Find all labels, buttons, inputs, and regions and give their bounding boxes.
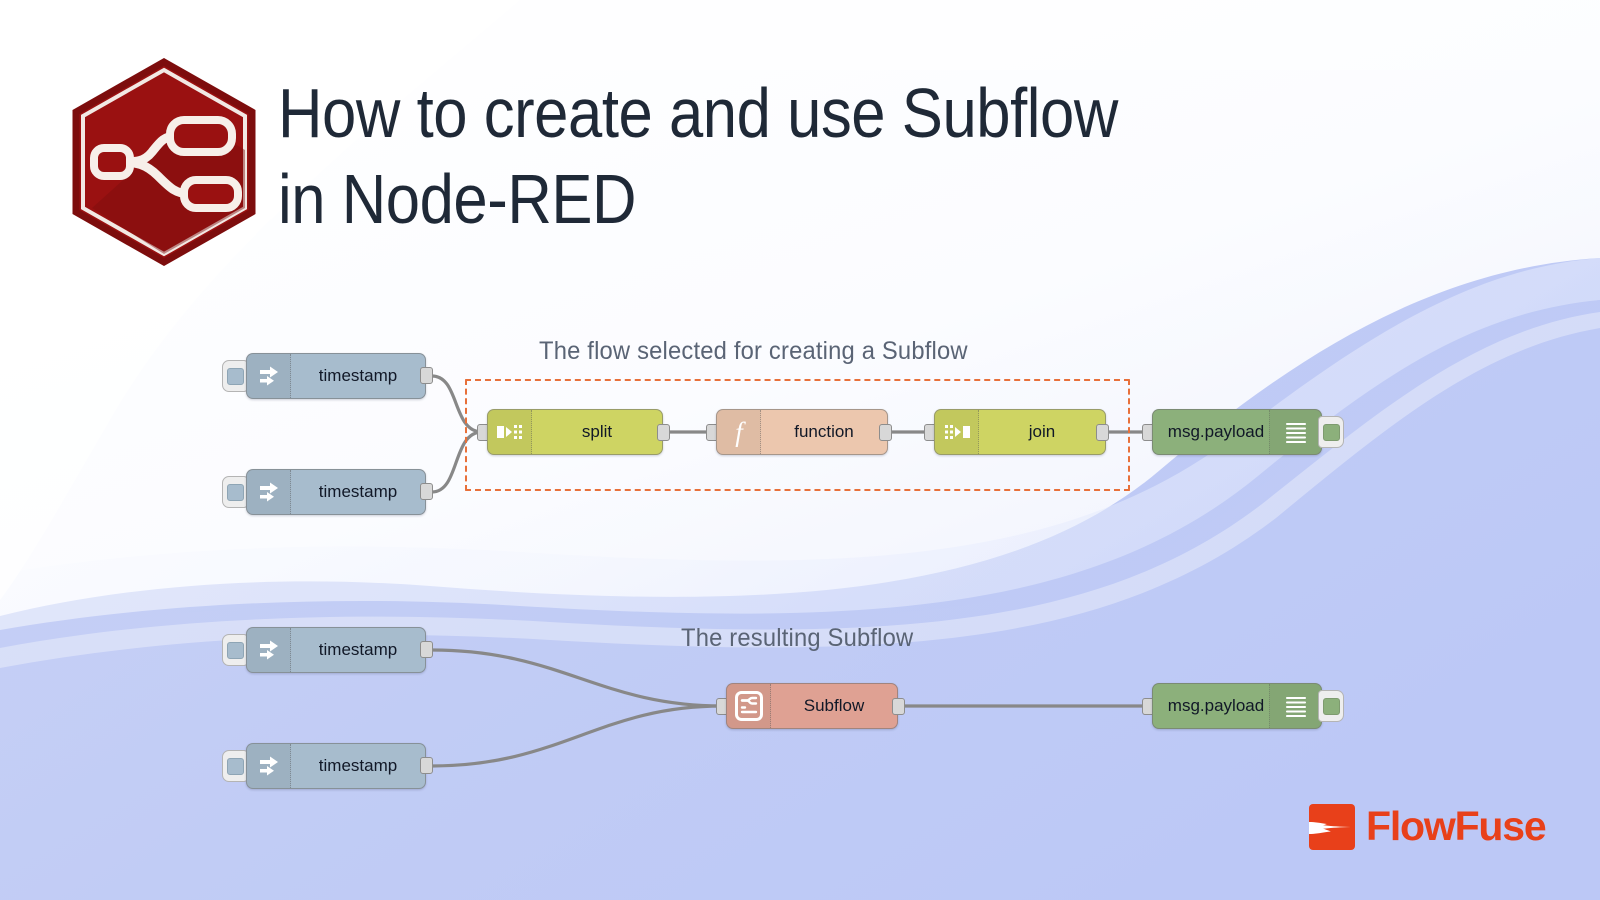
inject-button-4[interactable] [222,750,248,782]
function-f-icon: f [717,410,761,454]
subflow-icon [727,684,771,728]
inject-button-inner [226,757,244,775]
port-out-split[interactable] [657,424,670,441]
split-icon [488,410,532,454]
port-out-inject-3[interactable] [420,641,433,658]
debug-toggle-button-2[interactable] [1318,690,1344,722]
inject-arrow-icon [247,354,291,398]
node-label: timestamp [318,366,398,385]
port-out-inject-2[interactable] [420,483,433,500]
node-inject-2[interactable]: timestamp [246,469,426,515]
inject-arrow-icon [247,628,291,672]
inject-arrow-icon [247,470,291,514]
debug-lines-icon [1269,410,1321,454]
node-label: msg.payload [1167,422,1265,441]
flowfuse-logo[interactable]: FlowFuse [1309,803,1547,850]
inject-button-2[interactable] [222,476,248,508]
port-out-join[interactable] [1096,424,1109,441]
port-out-inject-1[interactable] [420,367,433,384]
join-icon [935,410,979,454]
caption-after-subflow: The resulting Subflow [681,624,914,652]
node-debug-1[interactable]: msg.payload [1152,409,1322,455]
inject-button-inner [226,483,244,501]
inject-button-3[interactable] [222,634,248,666]
inject-arrow-icon [247,744,291,788]
node-label: timestamp [318,756,398,775]
debug-toggle-inner [1322,697,1340,715]
node-subflow[interactable]: Subflow [726,683,898,729]
inject-button-1[interactable] [222,360,248,392]
node-inject-3[interactable]: timestamp [246,627,426,673]
node-join[interactable]: join [934,409,1106,455]
inject-button-inner [226,367,244,385]
debug-toggle-button-1[interactable] [1318,416,1344,448]
flowfuse-mark-icon [1309,803,1355,850]
node-label: msg.payload [1167,696,1265,715]
node-label: join [1028,422,1056,441]
caption-before-subflow: The flow selected for creating a Subflow [539,337,968,365]
node-function[interactable]: f function [716,409,888,455]
node-split[interactable]: split [487,409,663,455]
page-title: How to create and use Subflow in Node-RE… [278,74,1118,238]
node-debug-2[interactable]: msg.payload [1152,683,1322,729]
selected-nodes-outline [465,379,1130,491]
node-label: timestamp [318,482,398,501]
node-red-hexagon-logo [72,58,256,266]
node-label: function [794,422,854,441]
node-label: Subflow [803,696,865,715]
node-label: split [581,422,613,441]
debug-lines-icon [1269,684,1321,728]
port-out-subflow[interactable] [892,698,905,715]
inject-button-inner [226,641,244,659]
port-out-inject-4[interactable] [420,757,433,774]
header: How to create and use Subflow in Node-RE… [0,0,1600,280]
node-label: timestamp [318,640,398,659]
node-inject-4[interactable]: timestamp [246,743,426,789]
debug-toggle-inner [1322,423,1340,441]
svg-text:f: f [735,417,746,447]
node-inject-1[interactable]: timestamp [246,353,426,399]
flowfuse-wordmark: FlowFuse [1366,803,1547,849]
port-out-function[interactable] [879,424,892,441]
